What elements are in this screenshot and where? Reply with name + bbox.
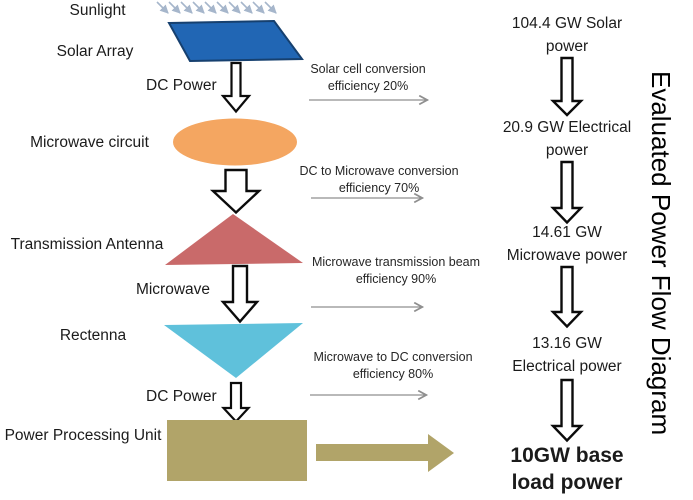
flow-arrow-4-icon xyxy=(550,378,584,443)
annotation-line: Microwave transmission beam xyxy=(311,255,481,269)
label-rectenna: Rectenna xyxy=(59,327,127,344)
rectenna-shape xyxy=(164,323,303,378)
power-value-solar: 104.4 GW Solar power xyxy=(492,12,642,58)
microwave-down-arrow-icon xyxy=(220,264,260,324)
label-dc-power-top: DC Power xyxy=(146,77,217,94)
flow-arrow-3-icon xyxy=(550,265,584,329)
annotation-line: Microwave to DC conversion xyxy=(313,350,473,364)
annotation-efficiency-90: Microwave transmission beam efficiency 9… xyxy=(300,254,492,287)
power-value-line: 14.61 GW xyxy=(532,224,602,241)
annotation-efficiency-70: DC to Microwave conversion efficiency 70… xyxy=(288,163,470,196)
annotation-line: efficiency 80% xyxy=(352,366,434,381)
power-value-line: Microwave power xyxy=(506,247,628,264)
label-power-processing-unit: Power Processing Unit xyxy=(4,427,162,444)
label-microwave: Microwave xyxy=(135,281,211,298)
power-value-line: 104.4 GW Solar xyxy=(511,15,623,32)
efficiency-arrows xyxy=(309,100,428,395)
to-antenna-down-arrow-icon xyxy=(209,168,263,215)
flow-arrow-1-icon xyxy=(550,56,584,117)
transmission-antenna-shape xyxy=(165,214,303,265)
power-value-line: 20.9 GW Electrical xyxy=(502,119,632,136)
label-solar-array: Solar Array xyxy=(56,43,134,60)
annotation-line: DC to Microwave conversion xyxy=(299,164,459,178)
power-value-line: 13.16 GW xyxy=(532,335,602,352)
label-microwave-circuit: Microwave circuit xyxy=(30,134,149,151)
flow-arrow-2-icon xyxy=(550,160,584,225)
microwave-circuit-shape xyxy=(173,118,297,166)
annotation-line: efficiency 70% xyxy=(338,180,420,195)
power-value-line: 10GW base xyxy=(510,444,624,467)
dc-power-down-arrow-icon xyxy=(220,61,252,114)
power-value-line: power xyxy=(545,38,589,55)
power-processing-unit-shape xyxy=(167,420,307,481)
sunlight-rays-icon xyxy=(156,1,277,14)
annotation-line: efficiency 20% xyxy=(327,78,409,93)
output-right-arrow-icon xyxy=(316,434,454,472)
power-value-electrical-2: 13.16 GW Electrical power xyxy=(492,332,642,378)
power-value-electrical-1: 20.9 GW Electrical power xyxy=(492,116,642,162)
annotation-efficiency-20: Solar cell conversion efficiency 20% xyxy=(290,61,446,94)
power-value-line: power xyxy=(545,142,589,159)
label-dc-power-bottom: DC Power xyxy=(146,388,217,405)
solar-array-shape xyxy=(167,19,304,63)
annotation-line: Solar cell conversion xyxy=(310,62,426,76)
power-value-base-load: 10GW base load power xyxy=(492,442,642,496)
side-title: Evaluated Power Flow Diagram xyxy=(646,70,676,436)
power-flow-arrows xyxy=(550,56,584,443)
label-transmission-antenna: Transmission Antenna xyxy=(10,236,164,253)
power-value-line: Electrical power xyxy=(512,358,622,375)
annotation-efficiency-80: Microwave to DC conversion efficiency 80… xyxy=(302,349,484,382)
power-value-microwave: 14.61 GW Microwave power xyxy=(492,221,642,267)
annotation-line: efficiency 90% xyxy=(355,271,437,286)
label-sunlight: Sunlight xyxy=(69,2,126,19)
dc-power-down-arrow2-icon xyxy=(220,381,252,424)
power-value-line: load power xyxy=(511,471,623,494)
